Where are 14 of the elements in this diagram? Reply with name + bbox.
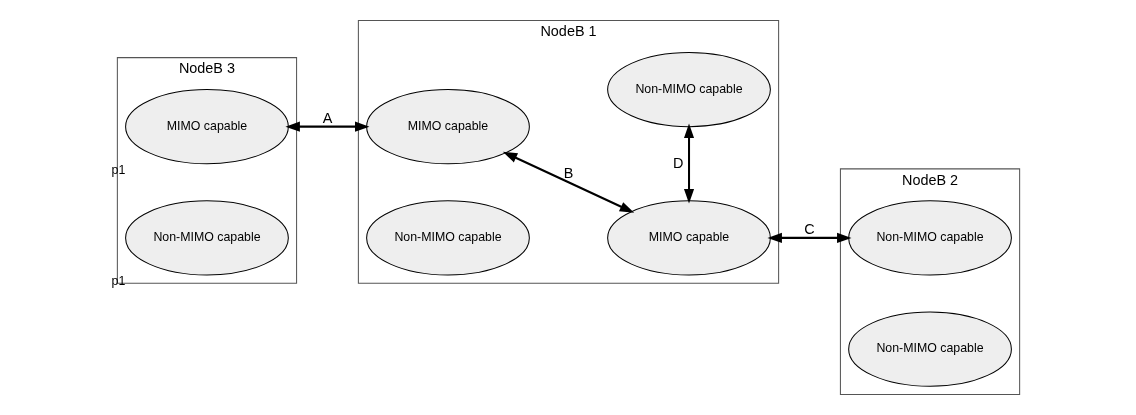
node-ellipse: Non-MIMO capable bbox=[847, 311, 1012, 387]
edge-label: A bbox=[322, 109, 332, 126]
edge-label: B bbox=[563, 165, 573, 182]
node-ellipse: Non-MIMO capable bbox=[365, 200, 530, 276]
node-ellipse: Non-MIMO capable bbox=[124, 200, 289, 276]
arrow bbox=[284, 121, 369, 132]
edge-label: D bbox=[672, 154, 683, 171]
arrow bbox=[767, 232, 851, 243]
arrow bbox=[683, 123, 694, 204]
node-ellipse: MIMO capable bbox=[124, 89, 289, 165]
edge-label: C bbox=[803, 220, 815, 237]
arrow bbox=[502, 151, 634, 213]
node-ellipse: Non-MIMO capable bbox=[606, 51, 771, 128]
node-ellipse: Non-MIMO capable bbox=[847, 200, 1012, 276]
